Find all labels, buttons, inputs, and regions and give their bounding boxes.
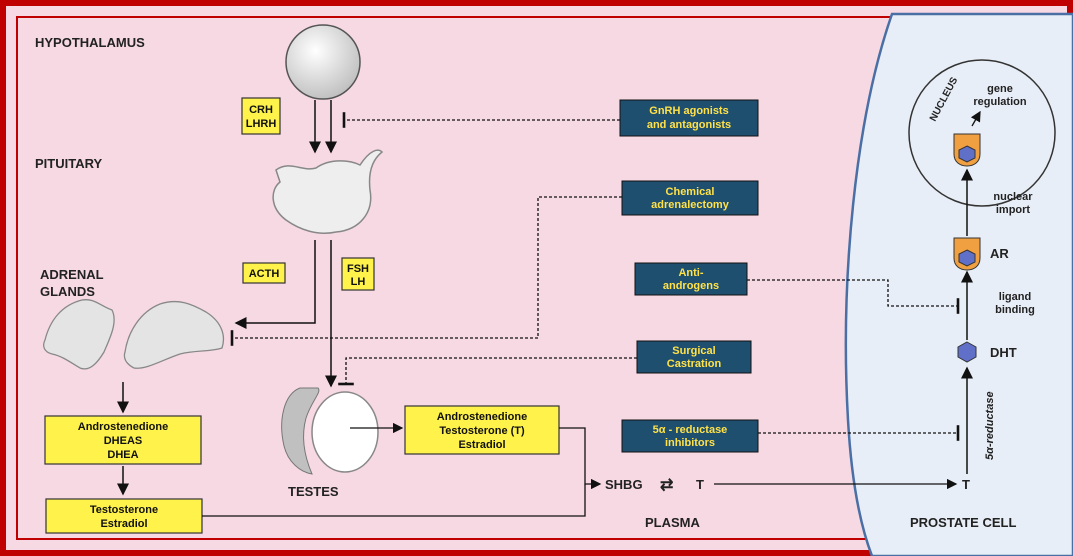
- gnrh-line-1: GnRH agonists: [649, 105, 728, 117]
- adrenal-gland-right: [123, 300, 225, 369]
- inhibit-castration: [338, 357, 637, 386]
- reductase-inhibitors-line-2: inhibitors: [665, 437, 715, 449]
- acth-label: ACTH: [249, 268, 280, 280]
- line-adrenal-to-plasma: [202, 484, 586, 517]
- adrenalectomy-drug-box: [621, 180, 759, 216]
- adrenal-product-2: DHEAS: [104, 435, 143, 447]
- castration-drug-box: [636, 340, 752, 374]
- crh-lhrh-box: [241, 97, 281, 135]
- label-plasma: PLASMA: [645, 515, 701, 530]
- adrenal-product-3: DHEA: [107, 449, 138, 461]
- testes-product-1: Androstenedione: [437, 411, 527, 423]
- gnrh-drug-box: [619, 99, 759, 137]
- label-pituitary: PITUITARY: [35, 156, 102, 171]
- ligand-binding-2: binding: [995, 304, 1035, 316]
- lhrh-label: LHRH: [246, 118, 277, 130]
- adrenal-downstream-2: Estradiol: [100, 518, 147, 530]
- gnrh-line-2: and antagonists: [647, 119, 731, 131]
- label-testes: TESTES: [288, 484, 339, 499]
- adrenal-downstream-1: Testosterone: [90, 504, 158, 516]
- testis: [311, 391, 379, 473]
- acth-box: [242, 262, 286, 284]
- adrenal-gland-left: [43, 299, 115, 370]
- adrenal-product-1: Androstenedione: [78, 421, 168, 433]
- adrenalectomy-line-2: adrenalectomy: [651, 199, 730, 211]
- dht-ligand: [957, 341, 977, 363]
- gene-regulation-1: gene: [987, 83, 1013, 95]
- pituitary-gland: [272, 149, 384, 234]
- plasma-t: T: [696, 477, 704, 492]
- adrenal-products-box: [44, 415, 202, 465]
- fsh-label: FSH: [347, 263, 369, 275]
- label-prostate-cell: PROSTATE CELL: [910, 515, 1016, 530]
- dht-label: DHT: [990, 345, 1017, 360]
- antiandrogens-line-1: Anti-: [678, 267, 703, 279]
- antiandrogens-line-2: androgens: [663, 280, 719, 292]
- reductase-label: 5α-reductase: [984, 391, 996, 460]
- line-testes-to-plasma: [559, 427, 602, 490]
- testes-product-3: Estradiol: [458, 439, 505, 451]
- adrenalectomy-line-1: Chemical: [666, 186, 715, 198]
- castration-line-2: Castration: [667, 358, 722, 370]
- ar-ligand: [958, 249, 976, 267]
- castration-line-1: Surgical: [672, 345, 715, 357]
- lh-label: LH: [351, 276, 366, 288]
- label-adrenal-1: ADRENAL: [40, 267, 104, 282]
- ligand-binding-1: ligand: [999, 291, 1031, 303]
- inhibit-antiandrogens: [747, 279, 960, 314]
- nuclear-import-2: import: [996, 204, 1031, 216]
- reductase-inhibitors-line-1: 5α - reductase: [653, 424, 728, 436]
- nucleus: [908, 59, 1056, 207]
- nuclear-import-1: nuclear: [993, 191, 1033, 203]
- arrow-acth-adrenal: [234, 240, 316, 329]
- crh-label: CRH: [249, 104, 273, 116]
- plasma-shbg: SHBG: [605, 477, 643, 492]
- reductase-inhibitors-drug-box: [621, 419, 759, 453]
- testes-epididymis: [281, 387, 320, 475]
- hypothalamus-sphere: [285, 24, 361, 100]
- cell-t: T: [962, 477, 970, 492]
- label-hypothalamus: HYPOTHALAMUS: [35, 35, 145, 50]
- adrenal-downstream-box: [45, 498, 203, 534]
- label-adrenal-2: GLANDS: [40, 284, 95, 299]
- antiandrogens-drug-box: [634, 262, 748, 296]
- gene-regulation-2: regulation: [973, 96, 1026, 108]
- ar-label: AR: [990, 246, 1009, 261]
- fsh-lh-box: [341, 257, 375, 291]
- plasma-equilibrium-arrows: ⇄: [660, 477, 673, 494]
- nuclear-ar-ligand: [958, 145, 976, 163]
- arrow-gene-regulation: [970, 110, 981, 127]
- testes-product-2: Testosterone (T): [439, 425, 525, 437]
- inhibit-adrenalectomy: [230, 196, 622, 346]
- testes-products-box: [404, 405, 560, 455]
